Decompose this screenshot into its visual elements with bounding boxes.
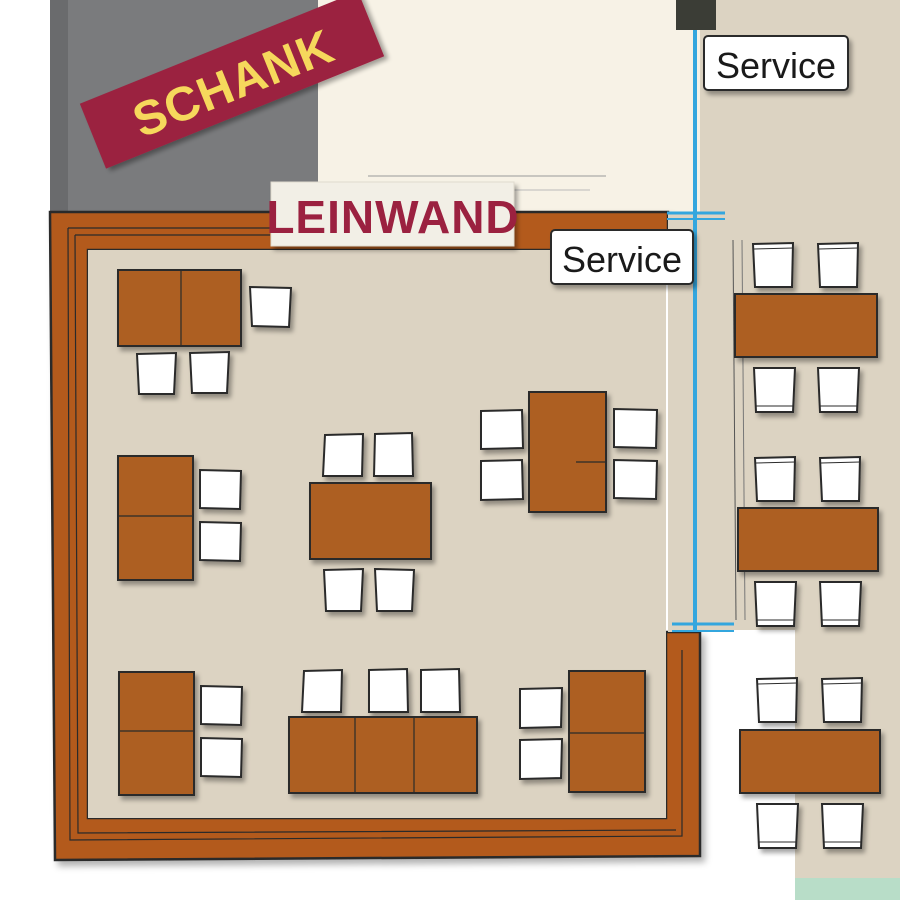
table[interactable] xyxy=(737,507,879,572)
wall-inner-line xyxy=(67,227,683,841)
table-group-right-1[interactable] xyxy=(734,241,878,413)
chair[interactable] xyxy=(199,468,243,511)
chair[interactable] xyxy=(613,458,659,501)
chair[interactable] xyxy=(753,581,798,627)
chair[interactable] xyxy=(816,367,861,413)
table[interactable] xyxy=(568,670,646,793)
chair[interactable] xyxy=(322,567,365,612)
chair[interactable] xyxy=(816,241,860,288)
table-group-right-2[interactable] xyxy=(737,455,879,627)
table-group-g[interactable] xyxy=(519,670,646,793)
chair[interactable] xyxy=(135,351,178,395)
chair[interactable] xyxy=(368,667,410,713)
chair[interactable] xyxy=(480,458,525,502)
service-label-top: Service xyxy=(703,35,849,91)
chair[interactable] xyxy=(248,285,293,329)
bottom-white-strip xyxy=(0,862,795,900)
service-divider xyxy=(667,30,734,632)
bar-area-shade xyxy=(50,0,68,212)
chair[interactable] xyxy=(755,803,800,849)
table-group-a[interactable] xyxy=(117,269,293,395)
chair[interactable] xyxy=(820,676,864,723)
chair[interactable] xyxy=(188,350,231,394)
chair[interactable] xyxy=(519,737,564,781)
table[interactable] xyxy=(309,482,432,560)
chair[interactable] xyxy=(373,567,416,612)
table-group-d[interactable] xyxy=(480,391,659,513)
chair[interactable] xyxy=(820,803,865,849)
table[interactable] xyxy=(739,729,881,794)
chair[interactable] xyxy=(199,520,243,563)
table-group-e[interactable] xyxy=(118,671,244,796)
service-label-middle-text: Service xyxy=(562,239,682,280)
table-group-f[interactable] xyxy=(288,667,478,794)
screen-sign-text: LEINWAND xyxy=(266,191,519,243)
chair[interactable] xyxy=(480,408,525,451)
rail-line xyxy=(732,239,737,621)
chair[interactable] xyxy=(751,241,795,288)
chair[interactable] xyxy=(300,668,344,713)
table[interactable] xyxy=(288,716,478,794)
chair[interactable] xyxy=(321,432,365,477)
table-group-b[interactable] xyxy=(117,455,243,581)
chair[interactable] xyxy=(755,676,799,723)
table[interactable] xyxy=(734,293,878,358)
chair[interactable] xyxy=(200,684,244,727)
service-label-top-text: Service xyxy=(716,45,836,86)
chair[interactable] xyxy=(818,581,863,627)
screen-area xyxy=(318,0,700,212)
table-group-c[interactable] xyxy=(309,431,432,612)
chair[interactable] xyxy=(420,667,462,713)
table-group-right-3[interactable] xyxy=(739,676,881,849)
chair[interactable] xyxy=(372,431,415,477)
table[interactable] xyxy=(117,269,242,347)
chair[interactable] xyxy=(753,455,797,502)
wall-inner-line-2 xyxy=(74,234,677,834)
chair[interactable] xyxy=(200,736,244,779)
chair[interactable] xyxy=(519,686,564,730)
table[interactable] xyxy=(528,391,607,513)
mint-corner xyxy=(795,878,900,900)
service-label-middle: Service xyxy=(550,229,694,285)
chair[interactable] xyxy=(818,455,862,502)
table[interactable] xyxy=(118,671,195,796)
pillar-block xyxy=(676,0,716,30)
chair[interactable] xyxy=(613,407,659,450)
screen-sign: LEINWAND xyxy=(266,181,519,247)
table[interactable] xyxy=(117,455,194,581)
chair[interactable] xyxy=(752,367,797,413)
